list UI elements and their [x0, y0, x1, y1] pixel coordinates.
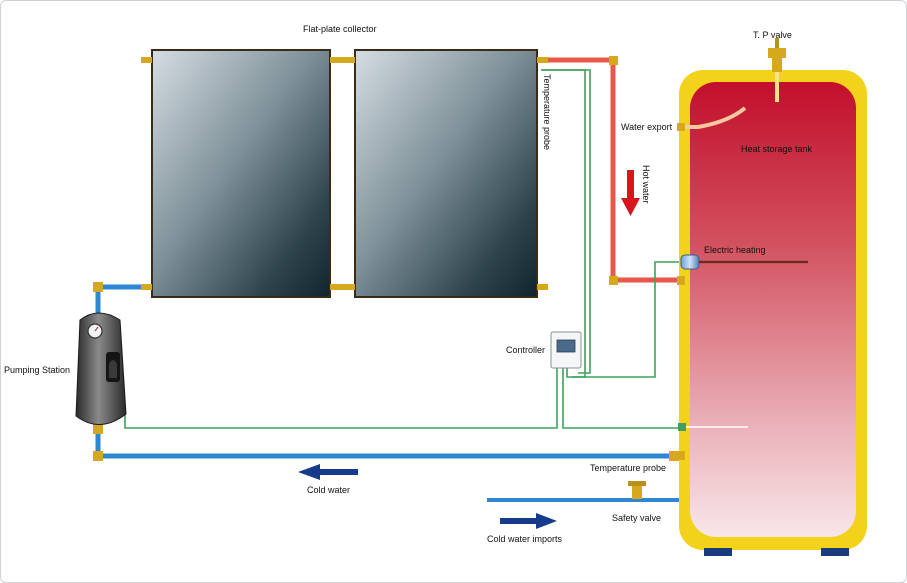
- electric-heating-element: [680, 254, 808, 270]
- hot-pipe-fittings: [609, 56, 618, 285]
- safety-valve-label: Safety valve: [612, 513, 662, 523]
- temperature-probe-top-label: Temperature probe: [542, 74, 552, 151]
- pumping-station: [75, 312, 127, 425]
- water-export-pipe: [682, 106, 747, 129]
- sensor-wires: [124, 69, 690, 429]
- cold-water-arrow: [298, 464, 358, 480]
- hot-water-pipe: [548, 57, 682, 283]
- electric-heating-label: Electric heating: [704, 245, 766, 255]
- panel-fittings: [141, 57, 548, 290]
- pumping-station-label: Pumping Station: [4, 365, 71, 375]
- cold-pipe-fittings: [93, 282, 679, 461]
- cold-water-pipe: [95, 284, 682, 459]
- hot-water-label: Hot water: [641, 165, 651, 204]
- heat-storage-tank-label: Heat storage tank: [741, 144, 813, 154]
- storage-tank: [679, 70, 867, 556]
- tp-valve: [768, 38, 786, 102]
- collector-panel-left: [151, 49, 331, 298]
- controller-label: Controller: [506, 345, 546, 355]
- hot-water-arrow: [621, 170, 640, 216]
- cold-water-label: Cold water: [307, 485, 351, 495]
- tp-valve-label: T. P valve: [753, 30, 792, 40]
- water-export-label: Water export: [621, 122, 673, 132]
- collector-label: Flat-plate collector: [303, 24, 377, 34]
- cold-water-imports-label: Cold water imports: [487, 534, 563, 544]
- temperature-probe-bottom-label: Temperature probe: [590, 463, 667, 473]
- tank-side-fittings: [677, 276, 686, 460]
- controller-unit: [550, 331, 582, 369]
- cold-water-imports-arrow: [500, 513, 557, 529]
- water-export-fitting: [677, 123, 685, 131]
- collector-panel-right: [354, 49, 538, 298]
